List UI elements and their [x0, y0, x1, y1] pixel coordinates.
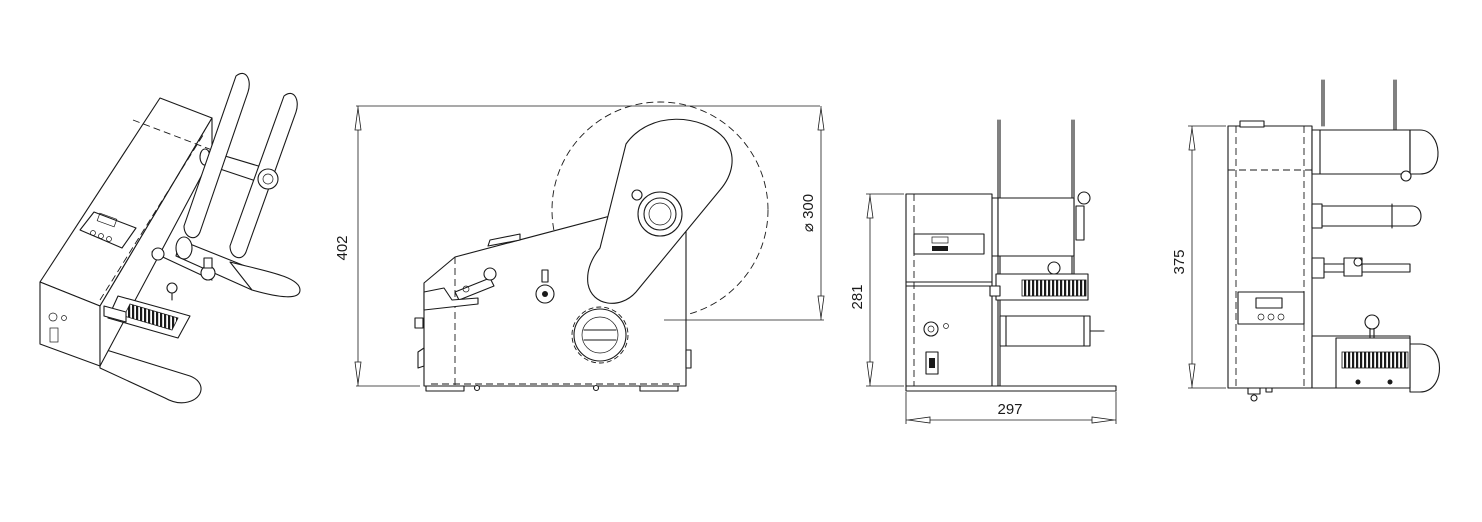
side-view [866, 119, 1117, 424]
front-view [354, 101, 825, 392]
dimension-base-length: 297 [997, 401, 1022, 418]
top-view [1188, 79, 1441, 402]
dimension-side-height: 375 [1171, 249, 1188, 274]
isometric-view [39, 72, 301, 404]
dimension-roll-diameter: ⌀ 300 [800, 194, 817, 232]
dimension-overall-height: 402 [334, 235, 351, 260]
dimension-body-height: 281 [849, 284, 866, 309]
